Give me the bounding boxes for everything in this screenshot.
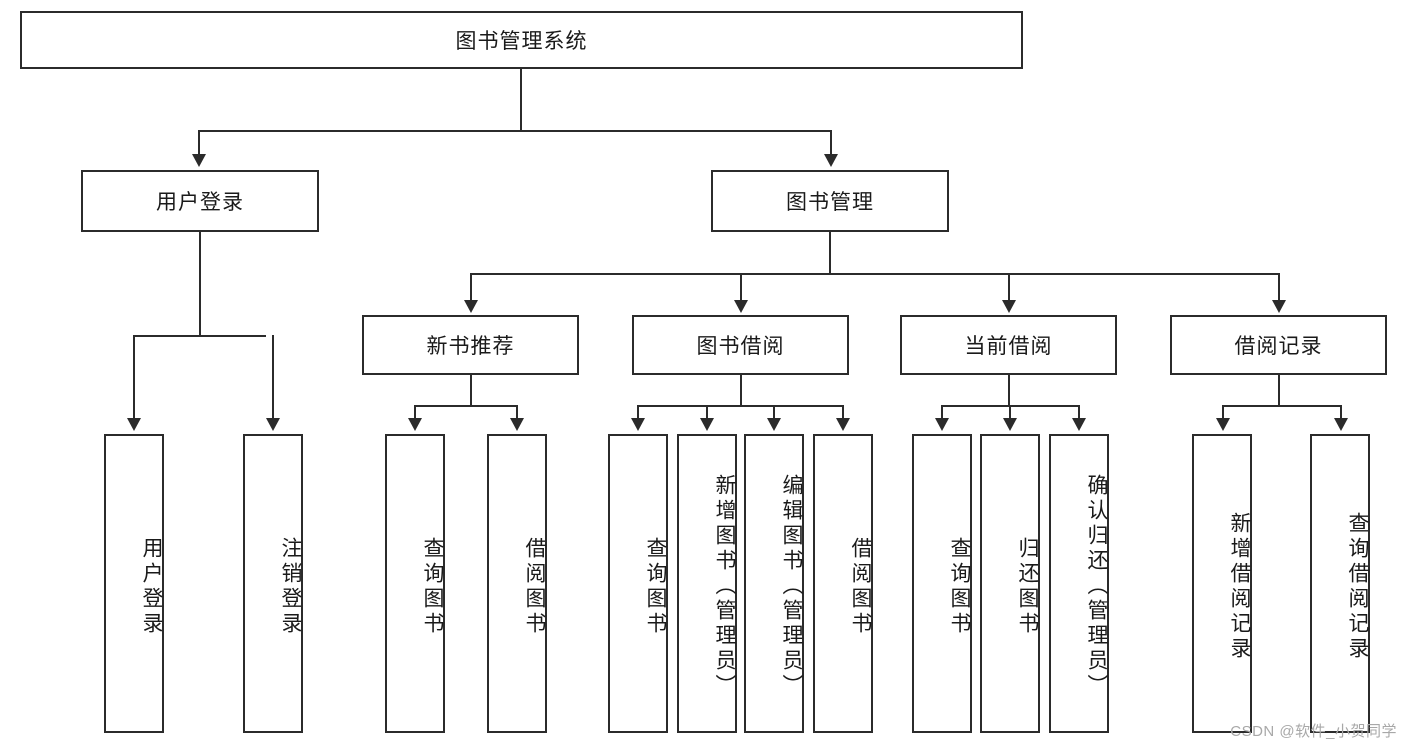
arrowhead-bm-child-2 bbox=[734, 300, 748, 313]
arrowhead-bm-child-1 bbox=[464, 300, 478, 313]
connector-bb-child-1 bbox=[637, 405, 639, 419]
node-label: 图书管理系统 bbox=[455, 30, 588, 53]
node-label: 图书管理 bbox=[786, 191, 874, 214]
node-label: 查询图书 bbox=[421, 536, 444, 637]
arrowhead-bm-child-4 bbox=[1272, 300, 1286, 313]
node-label: 借阅图书 bbox=[849, 536, 872, 637]
arrowhead-root-to-book-manage bbox=[824, 154, 838, 167]
connector-nbr-stem bbox=[470, 375, 472, 406]
connector-nbr-child-2 bbox=[516, 405, 518, 419]
node-label: 用户登录 bbox=[140, 536, 163, 637]
node-label: 新增借阅记录 bbox=[1228, 511, 1251, 662]
connector-book-manage-stem bbox=[829, 232, 831, 274]
node-label: 查询图书 bbox=[948, 536, 971, 637]
connector-bb-bar bbox=[637, 405, 843, 407]
connector-root-stem bbox=[520, 69, 522, 131]
connector-nbr-child-1 bbox=[414, 405, 416, 419]
connector-user-login-bar bbox=[133, 335, 266, 337]
node-label: 新书推荐 bbox=[426, 335, 515, 358]
connector-user-login-child-2 bbox=[272, 335, 274, 419]
arrowhead-root-to-user-login bbox=[192, 154, 206, 167]
arrowhead-bm-child-3 bbox=[1002, 300, 1016, 313]
node-current-borrow[interactable]: 当前借阅 bbox=[900, 315, 1117, 375]
arrowhead-br-child-1 bbox=[1216, 418, 1230, 431]
leaf-user-login[interactable]: 用户登录 bbox=[104, 434, 164, 733]
connector-bb-child-3 bbox=[773, 405, 775, 419]
node-book-management-system[interactable]: 图书管理系统 bbox=[20, 11, 1023, 69]
arrowhead-nbr-child-2 bbox=[510, 418, 524, 431]
arrowhead-br-child-2 bbox=[1334, 418, 1348, 431]
node-label: 查询图书 bbox=[644, 536, 667, 637]
node-book-management[interactable]: 图书管理 bbox=[711, 170, 949, 232]
node-label: 借阅图书 bbox=[523, 536, 546, 637]
leaf-user-logout[interactable]: 注销登录 bbox=[243, 434, 303, 733]
connector-root-to-book-manage bbox=[830, 130, 832, 156]
connector-user-login-child-1 bbox=[133, 335, 135, 419]
connector-br-stem bbox=[1278, 375, 1280, 406]
leaf-borrow-book-recommend[interactable]: 借阅图书 bbox=[487, 434, 547, 733]
leaf-add-book[interactable]: 新增图书（管理员） bbox=[677, 434, 737, 733]
leaf-query-book-recommend[interactable]: 查询图书 bbox=[385, 434, 445, 733]
connector-bm-child-2 bbox=[740, 273, 742, 301]
node-borrow-record[interactable]: 借阅记录 bbox=[1170, 315, 1387, 375]
connector-cb-child-3 bbox=[1078, 405, 1080, 419]
node-label: 归还图书 bbox=[1016, 536, 1039, 637]
connector-cb-stem bbox=[1008, 375, 1010, 406]
leaf-edit-book[interactable]: 编辑图书（管理员） bbox=[744, 434, 804, 733]
node-label: 图书借阅 bbox=[696, 335, 785, 358]
connector-book-manage-bar bbox=[470, 273, 1280, 275]
connector-cb-child-1 bbox=[941, 405, 943, 419]
node-label: 确认归还（管理员） bbox=[1085, 474, 1108, 699]
connector-root-bar bbox=[198, 130, 832, 132]
connector-bm-child-4 bbox=[1278, 273, 1280, 301]
arrowhead-bb-child-4 bbox=[836, 418, 850, 431]
node-label: 新增图书（管理员） bbox=[713, 474, 736, 699]
connector-user-login-stem bbox=[199, 232, 201, 336]
leaf-query-book-borrow[interactable]: 查询图书 bbox=[608, 434, 668, 733]
arrowhead-user-login-child-1 bbox=[127, 418, 141, 431]
watermark: CSDN @软件_小贺同学 bbox=[1230, 723, 1397, 740]
connector-cb-child-2 bbox=[1009, 405, 1011, 419]
connector-br-child-1 bbox=[1222, 405, 1224, 419]
connector-bm-child-1 bbox=[470, 273, 472, 301]
node-label: 查询借阅记录 bbox=[1346, 511, 1369, 662]
arrowhead-user-login-child-2 bbox=[266, 418, 280, 431]
node-label: 注销登录 bbox=[279, 536, 302, 637]
arrowhead-bb-child-2 bbox=[700, 418, 714, 431]
arrowhead-cb-child-1 bbox=[935, 418, 949, 431]
arrowhead-bb-child-3 bbox=[767, 418, 781, 431]
leaf-confirm-return[interactable]: 确认归还（管理员） bbox=[1049, 434, 1109, 733]
arrowhead-bb-child-1 bbox=[631, 418, 645, 431]
connector-bb-child-4 bbox=[842, 405, 844, 419]
node-book-borrow[interactable]: 图书借阅 bbox=[632, 315, 849, 375]
leaf-borrow-book[interactable]: 借阅图书 bbox=[813, 434, 873, 733]
connector-root-to-user-login bbox=[198, 130, 200, 156]
leaf-add-borrow-record[interactable]: 新增借阅记录 bbox=[1192, 434, 1252, 733]
node-label: 用户登录 bbox=[156, 191, 244, 214]
leaf-query-book-current[interactable]: 查询图书 bbox=[912, 434, 972, 733]
connector-br-child-2 bbox=[1340, 405, 1342, 419]
leaf-return-book[interactable]: 归还图书 bbox=[980, 434, 1040, 733]
arrowhead-nbr-child-1 bbox=[408, 418, 422, 431]
node-label: 借阅记录 bbox=[1234, 335, 1323, 358]
connector-bb-stem bbox=[740, 375, 742, 406]
node-label: 编辑图书（管理员） bbox=[780, 474, 803, 699]
node-label: 当前借阅 bbox=[964, 335, 1053, 358]
node-user-login[interactable]: 用户登录 bbox=[81, 170, 319, 232]
arrowhead-cb-child-2 bbox=[1003, 418, 1017, 431]
arrowhead-cb-child-3 bbox=[1072, 418, 1086, 431]
leaf-query-borrow-record[interactable]: 查询借阅记录 bbox=[1310, 434, 1370, 733]
connector-bb-child-2 bbox=[706, 405, 708, 419]
node-new-book-recommend[interactable]: 新书推荐 bbox=[362, 315, 579, 375]
connector-br-bar bbox=[1222, 405, 1340, 407]
connector-nbr-bar bbox=[414, 405, 516, 407]
connector-bm-child-3 bbox=[1008, 273, 1010, 301]
